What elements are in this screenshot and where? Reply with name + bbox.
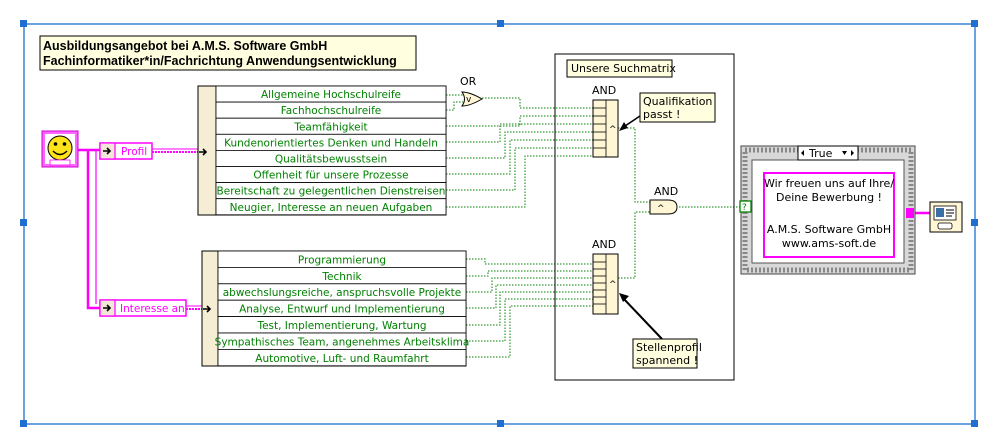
selection-frame bbox=[20, 20, 978, 427]
wires bbox=[78, 94, 930, 358]
profil-item-label: Fachhochschulreife bbox=[281, 105, 382, 117]
case-next-icon[interactable] bbox=[851, 150, 854, 156]
qualifikation-note[interactable]: Qualifikation passt ! bbox=[639, 92, 716, 123]
and-label-final: AND bbox=[654, 185, 678, 198]
resize-handle[interactable] bbox=[497, 420, 504, 427]
compound-and-upper[interactable]: AND ^ bbox=[592, 84, 619, 158]
message-line-5: www.ams-soft.de bbox=[782, 237, 877, 250]
message-line-1: Wir freuen uns auf Ihre/ bbox=[764, 177, 894, 190]
profil-item-label: Allgemeine Hochschulreife bbox=[261, 89, 401, 101]
resize-handle[interactable] bbox=[20, 20, 27, 27]
resize-handle[interactable] bbox=[20, 420, 27, 427]
dialog-message-icon[interactable] bbox=[929, 201, 963, 233]
or-symbol: v bbox=[466, 95, 472, 105]
suchmatrix-label: Unsere Suchmatrix bbox=[571, 62, 676, 75]
case-output-tunnel[interactable] bbox=[906, 208, 914, 218]
profil-item-label: Qualitätsbewusstsein bbox=[275, 154, 387, 166]
stellenprofil-line-2: spannend ! bbox=[636, 354, 698, 367]
interesse-item-label: Automotive, Luft- und Raumfahrt bbox=[255, 353, 428, 365]
and-gate-final[interactable]: AND ^ bbox=[649, 185, 678, 215]
and-symbol-final: ^ bbox=[657, 204, 665, 214]
stellenprofil-note[interactable]: Stellenprofil spannend ! bbox=[632, 338, 702, 369]
case-dropdown-icon[interactable] bbox=[842, 151, 847, 155]
and-symbol-upper: ^ bbox=[609, 125, 617, 135]
stellenprofil-line-1: Stellenprofil bbox=[636, 341, 702, 354]
resize-handle[interactable] bbox=[971, 219, 978, 226]
qualifikation-line-1: Qualifikation bbox=[643, 95, 712, 108]
profil-item-label: Offenheit für unsere Prozesse bbox=[253, 170, 408, 182]
profil-item-label: Bereitschaft zu gelegentlichen Dienstrei… bbox=[217, 186, 446, 198]
and-label-upper: AND bbox=[592, 84, 616, 97]
qualifikation-arrow bbox=[619, 115, 641, 131]
case-label: True bbox=[808, 147, 833, 160]
resize-handle[interactable] bbox=[20, 219, 27, 226]
case-selector-label[interactable]: True bbox=[797, 145, 859, 161]
and-symbol-lower: ^ bbox=[609, 280, 617, 290]
interesse-item-label: Test, Implementierung, Wartung bbox=[256, 320, 426, 332]
compound-and-lower[interactable]: AND ^ bbox=[592, 238, 619, 315]
or-label: OR bbox=[460, 75, 477, 88]
profil-item-label: Kundenorientiertes Denken und Handeln bbox=[224, 137, 438, 149]
stellenprofil-arrow bbox=[619, 293, 663, 340]
title-line-1: Ausbildungsangebot bei A.M.S. Software G… bbox=[43, 39, 327, 53]
message-line-2: Deine Bewerbung ! bbox=[776, 191, 882, 204]
message-string-constant[interactable]: Wir freuen uns auf Ihre/ Deine Bewerbung… bbox=[763, 172, 895, 258]
resize-handle[interactable] bbox=[971, 420, 978, 427]
profil-label: Profil bbox=[121, 146, 147, 158]
and-label-lower: AND bbox=[592, 238, 616, 251]
profil-item-label: Neugier, Interesse an neuen Aufgaben bbox=[230, 202, 433, 214]
profil-item-label: Teamfähigkeit bbox=[293, 121, 367, 133]
interesse-label: Interesse an bbox=[120, 303, 185, 315]
case-prev-icon[interactable] bbox=[801, 150, 804, 156]
interesse-unbundle[interactable]: Interesse an bbox=[99, 299, 187, 317]
interesse-item-label: Analyse, Entwurf und Implementierung bbox=[239, 304, 445, 316]
qualifikation-line-2: passt ! bbox=[643, 108, 680, 121]
interesse-row[interactable] bbox=[217, 348, 467, 367]
title-line-2: Fachinformatiker*in/Fachrichtung Anwendu… bbox=[43, 54, 397, 68]
interesse-item-label: Sympathisches Team, angenehmes Arbeitskl… bbox=[215, 336, 470, 348]
profil-cluster[interactable]: Allgemeine HochschulreifeFachhochschulre… bbox=[197, 85, 447, 216]
or-gate[interactable]: OR v bbox=[460, 75, 483, 107]
message-line-4: A.M.S. Software GmbH bbox=[767, 223, 891, 236]
resize-handle[interactable] bbox=[971, 20, 978, 27]
profil-row[interactable] bbox=[215, 198, 447, 216]
profil-unbundle[interactable]: Profil bbox=[99, 142, 153, 160]
interesse-item-label: Programmierung bbox=[298, 254, 386, 266]
title-note[interactable]: Ausbildungsangebot bei A.M.S. Software G… bbox=[39, 35, 417, 71]
smiley-input-icon[interactable] bbox=[41, 130, 79, 168]
case-selector-symbol: ? bbox=[742, 203, 747, 213]
interesse-item-label: Technik bbox=[321, 271, 362, 283]
interesse-item-label: abwechslungsreiche, anspruchsvolle Proje… bbox=[223, 287, 462, 299]
case-selector-terminal[interactable] bbox=[739, 200, 752, 213]
suchmatrix-frame[interactable]: Unsere Suchmatrix bbox=[554, 53, 735, 381]
resize-handle[interactable] bbox=[497, 20, 504, 27]
